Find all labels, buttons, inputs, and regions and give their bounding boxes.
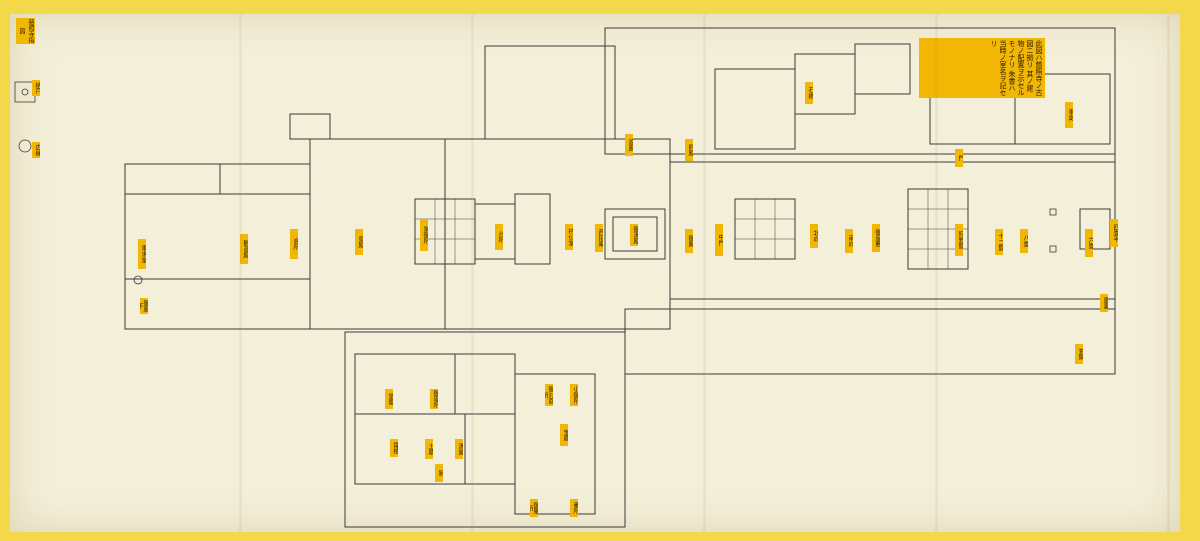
room-label: 狩野間 [955, 224, 963, 256]
room-label: 納戸 [32, 80, 40, 96]
room-label: 泉殿 [355, 229, 363, 255]
note-line: 其ノ建物ノ配置ヲ示セルモノナリ [1008, 40, 1034, 96]
annotation-notes: 此図ハ慈照寺ノ古図ニ拠リ 其ノ建物ノ配置ヲ示セルモノナリ 朱書ハ当時ノ室名ヲ記セ… [919, 38, 1045, 98]
document-title: 慈照寺指図 [16, 18, 35, 44]
room-label: 塗籠 [385, 389, 393, 409]
catalog-strip: 10000078 [1186, 14, 1200, 134]
floor-plan [14, 27, 1116, 528]
room-label: 中門 [715, 224, 723, 256]
room-label: 御厩 [685, 229, 693, 253]
room-label: 台所 [495, 224, 503, 250]
room-label: 庫裏 [1100, 294, 1108, 312]
north-west-block [484, 45, 616, 140]
east-wing [669, 153, 1116, 310]
west-wing [124, 163, 311, 330]
central-hall [444, 138, 671, 330]
note-line: 朱書ハ当時ノ室名ヲ記セリ [990, 40, 1016, 96]
room-label: 石橋 [805, 82, 813, 104]
room-label: 厨 [435, 464, 443, 482]
note-line: 此図ハ慈照寺ノ古図ニ拠リ [1026, 40, 1043, 96]
room-label: 広縁 [32, 142, 40, 158]
room-label: 玄関 [1075, 344, 1083, 364]
room-label: 六畳 [1085, 229, 1093, 257]
south-block [344, 331, 626, 528]
room-label: 御廊下 [140, 298, 148, 314]
room-label: 渡廊 [625, 134, 633, 156]
room-label: 湯屋 [455, 439, 463, 459]
room-label: 御対面所 [545, 384, 553, 406]
room-label: 門 [955, 149, 963, 167]
room-label: 車寄 [1065, 102, 1073, 128]
room-label: 宝蔵 [560, 424, 568, 446]
room-label: 常御所 [420, 219, 428, 251]
south-east-area [624, 308, 1116, 375]
room-label: 東求堂 [138, 239, 146, 269]
room-label: 八畳 [1020, 229, 1028, 253]
room-label: 鐘楼 [390, 439, 398, 457]
plan-sheet: 慈照寺指図 此図ハ慈照寺ノ古図ニ拠リ 其ノ建物ノ配置ヲ示セルモノナリ 朱書ハ当時… [10, 14, 1180, 532]
room-label: 西指庵 [595, 224, 603, 252]
room-label: 四畳半 [1110, 219, 1118, 247]
room-label: 北向 [810, 224, 818, 248]
room-label: 観音殿 [240, 234, 248, 264]
room-label: 会所 [290, 229, 298, 259]
north-block [604, 27, 1116, 155]
room-label: 御膳所 [530, 499, 538, 517]
west-hall [309, 138, 446, 330]
room-label: 持仏堂 [565, 224, 573, 250]
room-label: 番所 [570, 499, 578, 517]
room-label: 御座敷 [872, 224, 880, 252]
room-label: 南向 [845, 229, 853, 253]
room-label: 土蔵 [425, 439, 433, 459]
room-label: 小御所 [570, 384, 578, 406]
room-label: 御湯殿 [630, 224, 638, 246]
room-label: 釣殿 [685, 139, 693, 161]
room-label: 御寝所 [430, 389, 438, 409]
room-label: 十二間 [995, 229, 1003, 255]
